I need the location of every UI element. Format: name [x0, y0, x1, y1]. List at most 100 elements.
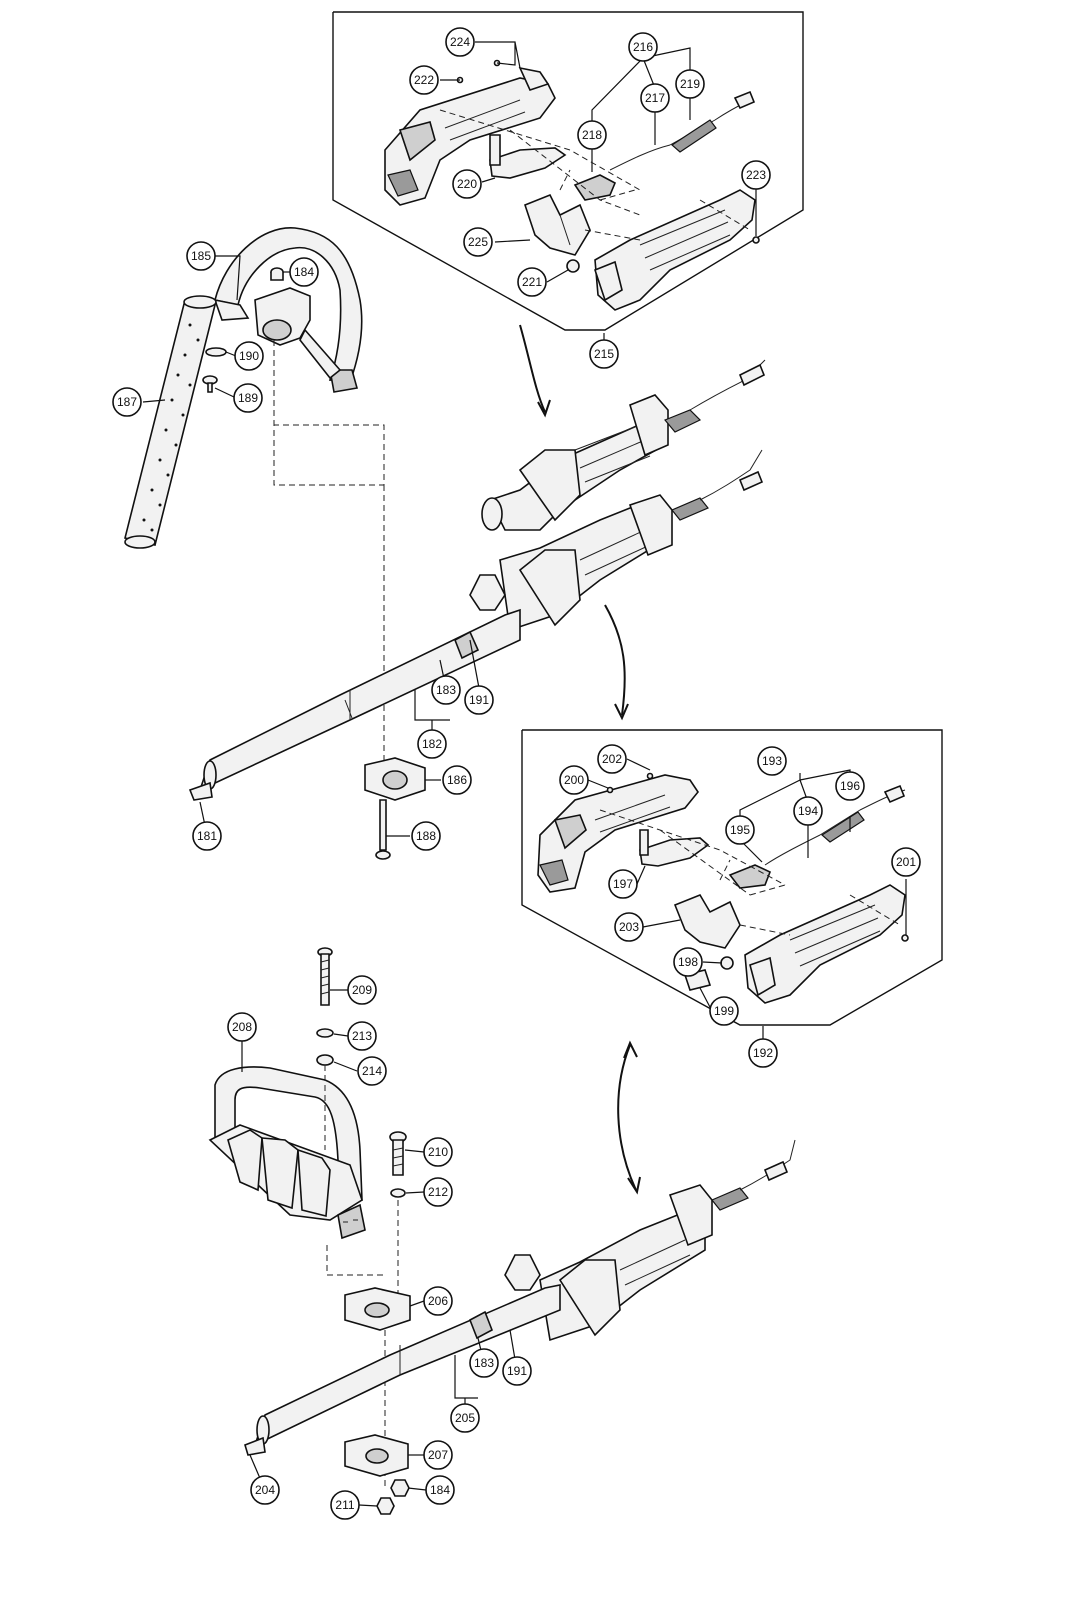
callout-207: 207 [423, 1440, 453, 1470]
nut-211 [376, 1497, 395, 1515]
throttle-lockout-203 [673, 894, 741, 949]
washer-190 [205, 347, 227, 357]
callout-label: 188 [416, 829, 436, 843]
screw-189 [202, 375, 218, 393]
callout-212: 212 [423, 1177, 453, 1207]
dash-lower [324, 1065, 399, 1490]
callout-circle [614, 912, 644, 942]
callout-label: 219 [680, 77, 700, 91]
callout-label: 185 [191, 249, 211, 263]
arrow-to-lower-assembly [617, 1044, 637, 1191]
callout-circle [589, 339, 619, 369]
callout-182: 182 [417, 729, 447, 759]
callout-210: 210 [423, 1137, 453, 1167]
callout-label: 225 [468, 235, 488, 249]
handle-housing-right-215 [594, 189, 756, 311]
callout-label: 200 [564, 773, 584, 787]
callout-216: 216 [628, 32, 658, 62]
callout-circle [423, 1440, 453, 1470]
callout-label: 209 [352, 983, 372, 997]
callout-label: 218 [582, 128, 602, 142]
callout-circle [417, 729, 447, 759]
callout-label: 205 [455, 1411, 475, 1425]
callout-206: 206 [423, 1286, 453, 1316]
arrow-to-handle-assembly [519, 324, 546, 413]
dash-lines-lower [599, 809, 901, 936]
callout-label: 194 [798, 804, 818, 818]
handle-housing-left-192 [537, 774, 699, 893]
callout-circle [250, 1475, 280, 1505]
callout-181: 181 [192, 821, 222, 851]
callout-label: 216 [633, 40, 653, 54]
leaders-top [440, 41, 757, 340]
callout-191: 191 [502, 1356, 532, 1386]
callout-circle [502, 1356, 532, 1386]
callout-187: 187 [112, 387, 142, 417]
callout-208: 208 [227, 1012, 257, 1042]
callout-label: 184 [430, 1483, 450, 1497]
callout-196: 196 [835, 771, 865, 801]
callout-199: 199 [709, 996, 739, 1026]
callout-185: 185 [186, 241, 216, 271]
callout-192: 192 [748, 1038, 778, 1068]
callout-circle [411, 821, 441, 851]
callout-circle [559, 765, 589, 795]
loop-handle-185 [213, 227, 363, 393]
callout-circle [675, 69, 705, 99]
callout-201: 201 [891, 847, 921, 877]
callout-214: 214 [357, 1056, 387, 1086]
callout-202: 202 [597, 744, 627, 774]
callout-label: 222 [414, 73, 434, 87]
callout-197: 197 [608, 869, 638, 899]
callout-label: 202 [602, 752, 622, 766]
callout-label: 197 [613, 877, 633, 891]
clamp-186 [364, 757, 426, 801]
callout-label: 191 [507, 1364, 527, 1378]
callout-circle [423, 1286, 453, 1316]
callout-219: 219 [675, 69, 705, 99]
callout-label: 212 [428, 1185, 448, 1199]
callout-circle [347, 975, 377, 1005]
callout-circle [463, 227, 493, 257]
callout-label: 204 [255, 1483, 275, 1497]
callout-204: 204 [250, 1475, 280, 1505]
callout-label: 186 [447, 773, 467, 787]
screw-188 [375, 799, 391, 860]
callout-circle [757, 746, 787, 776]
dash-lines-top [439, 109, 751, 241]
callout-223: 223 [741, 160, 771, 190]
callout-circle [330, 1490, 360, 1520]
callout-circle [357, 1056, 387, 1086]
callout-circle [793, 796, 823, 826]
callout-label: 206 [428, 1294, 448, 1308]
callout-189: 189 [233, 383, 263, 413]
callout-circle [835, 771, 865, 801]
callout-label: 207 [428, 1448, 448, 1462]
callout-circle [227, 1012, 257, 1042]
callout-circle [409, 65, 439, 95]
nut-214 [316, 1054, 334, 1066]
callout-label: 210 [428, 1145, 448, 1159]
callout-label: 199 [714, 1004, 734, 1018]
callout-194: 194 [793, 796, 823, 826]
callout-circle [709, 996, 739, 1026]
handle-assembly-lower [244, 1139, 796, 1456]
callout-label: 220 [457, 177, 477, 191]
trigger-lever-220 [489, 134, 567, 179]
callout-circle [748, 1038, 778, 1068]
callout-label: 181 [197, 829, 217, 843]
callout-205: 205 [450, 1403, 480, 1433]
callout-213: 213 [347, 1021, 377, 1051]
callout-circle [628, 32, 658, 62]
callout-circle [450, 1403, 480, 1433]
callout-circle [452, 169, 482, 199]
callout-209: 209 [347, 975, 377, 1005]
callout-circle [725, 815, 755, 845]
callout-circle [673, 947, 703, 977]
handle-housing-right-192 [744, 884, 906, 1004]
callout-circle [464, 685, 494, 715]
callout-224: 224 [445, 27, 475, 57]
callout-circle [289, 257, 319, 287]
callout-circle [517, 267, 547, 297]
callout-211: 211 [330, 1490, 360, 1520]
